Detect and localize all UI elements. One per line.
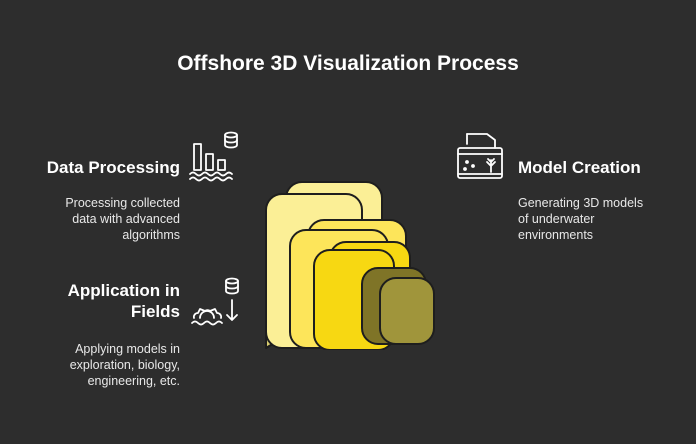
model-creation-description: Generating 3D models of underwater envir… (518, 195, 643, 243)
process-layers-graphic (265, 181, 435, 350)
data-processing-desc-line: Processing collected (65, 196, 180, 210)
aquarium-model-icon (457, 133, 503, 179)
application-heading: Application in Fields (68, 280, 180, 322)
data-processing-icon (189, 131, 238, 182)
model-creation-desc-line: Generating 3D models (518, 196, 644, 210)
layer-4 (361, 267, 435, 345)
application-desc-line: Applying models in (75, 342, 180, 356)
gear-database-icon (191, 277, 239, 326)
application-heading-line: Fields (130, 302, 180, 321)
data-processing-description: Processing collected data with advanced … (65, 195, 180, 243)
model-creation-desc-line: environments (518, 228, 594, 242)
page-title: Offshore 3D Visualization Process (177, 52, 519, 75)
application-description: Applying models in exploration, biology,… (70, 341, 180, 389)
application-heading-line: Application in (67, 281, 180, 300)
application-desc-line: exploration, biology, (69, 358, 180, 372)
model-creation-desc-line: of underwater (518, 212, 595, 226)
data-processing-desc-line: algorithms (122, 228, 180, 242)
data-processing-heading: Data Processing (46, 158, 180, 177)
model-creation-heading: Model Creation (518, 158, 641, 177)
application-desc-line: engineering, etc. (87, 374, 180, 388)
data-processing-desc-line: data with advanced (72, 212, 180, 226)
